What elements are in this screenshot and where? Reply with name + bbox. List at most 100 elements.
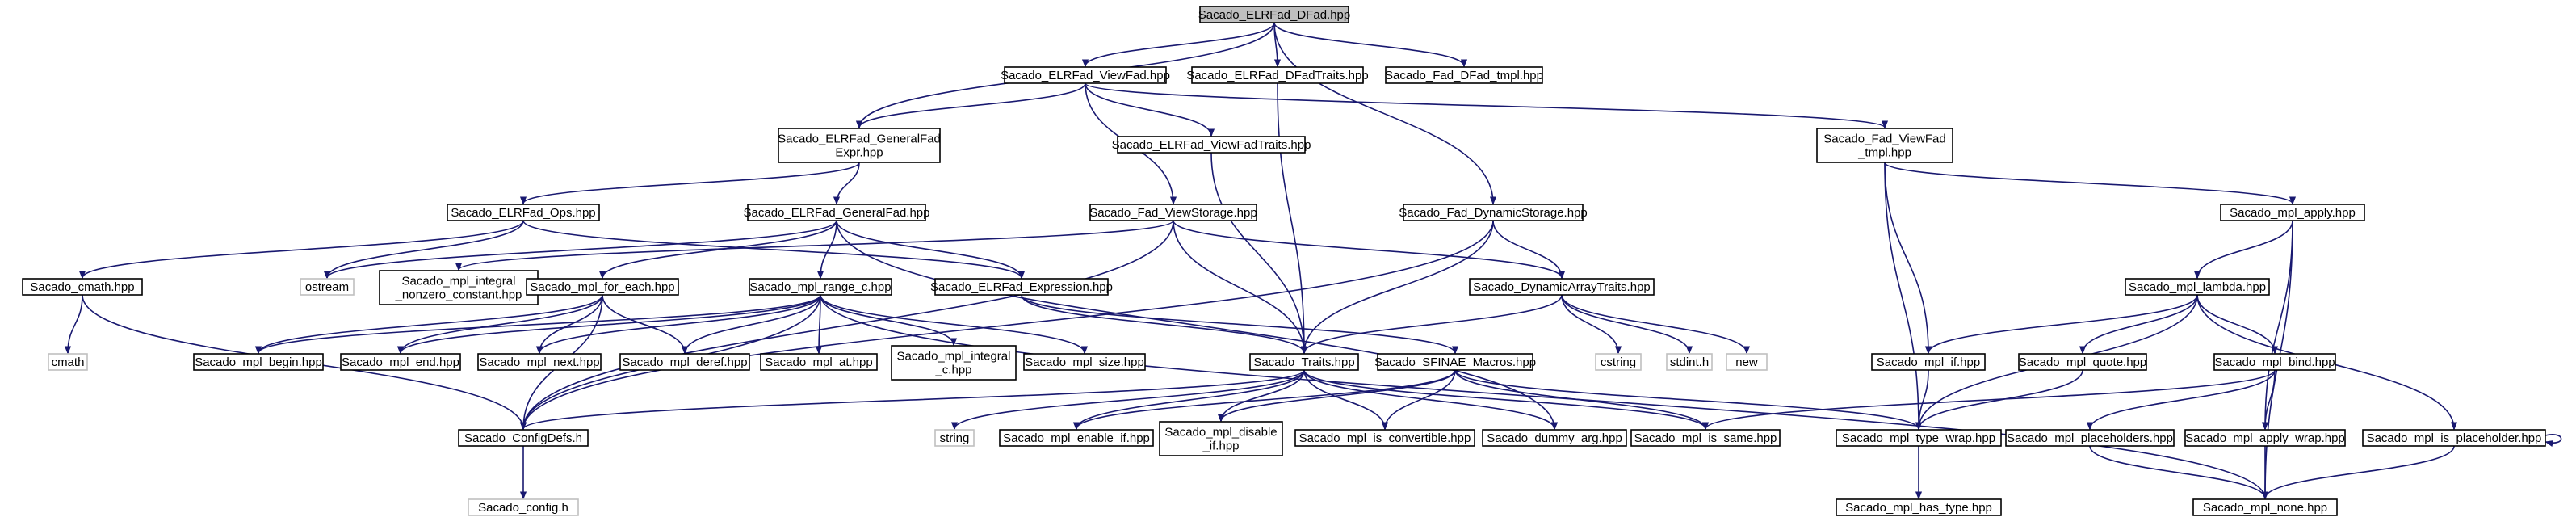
edge-traits-to-mplenableif xyxy=(1076,369,1305,429)
node-box xyxy=(1871,353,1986,371)
node-label: Sacado_mpl_integral xyxy=(402,275,516,288)
header-node-traits[interactable]: Sacado_Traits.hpp xyxy=(1249,353,1359,371)
header-node-mplnext[interactable]: Sacado_mpl_next.hpp xyxy=(477,353,602,371)
system-header-node-ostream[interactable]: ostream xyxy=(300,278,355,296)
node-label: Sacado_mpl_if.hpp xyxy=(1877,355,1980,369)
node-box xyxy=(2362,429,2546,447)
node-box xyxy=(1377,353,1533,371)
header-node-mpltypewrap[interactable]: Sacado_mpl_type_wrap.hpp xyxy=(1836,429,2002,447)
edge-root-to-dfadtmpl xyxy=(1273,22,1464,66)
node-label: new xyxy=(1735,355,1758,369)
edge-viewfadtraits-to-traits xyxy=(1210,152,1304,353)
header-node-expression[interactable]: Sacado_ELRFad_Expression.hpp xyxy=(930,278,1113,296)
header-node-dfadtmpl[interactable]: Sacado_Fad_DFad_tmpl.hpp xyxy=(1385,66,1543,84)
edge-mplrangec-to-mplnext xyxy=(539,294,821,353)
edge-mpllambda-to-mplif xyxy=(1928,294,2198,353)
header-node-mplrangec[interactable]: Sacado_mpl_range_c.hpp xyxy=(749,278,892,296)
system-header-node-new[interactable]: new xyxy=(1726,353,1768,371)
header-node-mplquote[interactable]: Sacado_mpl_quote.hpp xyxy=(2018,353,2147,371)
node-label: cstring xyxy=(1601,355,1636,369)
header-node-mplbind[interactable]: Sacado_mpl_bind.hpp xyxy=(2213,353,2336,371)
node-box xyxy=(2125,278,2270,296)
node-box xyxy=(300,278,355,296)
header-node-mplintc[interactable]: Sacado_mpl_integral_c.hpp xyxy=(891,345,1017,381)
node-label: Sacado_mpl_is_placeholder.hpp xyxy=(2367,431,2542,445)
node-label: Sacado_Fad_ViewStorage.hpp xyxy=(1089,206,1257,220)
node-box xyxy=(1294,429,1475,447)
system-header-node-stdinth[interactable]: stdint.h xyxy=(1666,353,1713,371)
header-node-viewfad[interactable]: Sacado_ELRFad_ViewFad.hpp xyxy=(1001,66,1170,84)
header-node-dummyarg[interactable]: Sacado_dummy_arg.hpp xyxy=(1482,429,1627,447)
edge-mplforeach-to-mplderef xyxy=(602,294,685,353)
header-node-mplenableif[interactable]: Sacado_mpl_enable_if.hpp xyxy=(999,429,1154,447)
node-label: Sacado_ELRFad_GeneralFad.hpp xyxy=(744,206,930,220)
node-label: Sacado_mpl_is_convertible.hpp xyxy=(1299,431,1471,445)
system-header-node-string[interactable]: string xyxy=(934,429,975,447)
header-node-mplisconv[interactable]: Sacado_mpl_is_convertible.hpp xyxy=(1294,429,1475,447)
header-node-mplisplaceholder[interactable]: Sacado_mpl_is_placeholder.hpp xyxy=(2362,429,2546,447)
header-node-genfad[interactable]: Sacado_ELRFad_GeneralFad.hpp xyxy=(744,204,930,221)
header-node-ops[interactable]: Sacado_ELRFad_Ops.hpp xyxy=(447,204,600,221)
node-label: Sacado_Traits.hpp xyxy=(1253,355,1354,369)
node-label: ostream xyxy=(305,280,349,294)
header-node-mplissame[interactable]: Sacado_mpl_is_same.hpp xyxy=(1630,429,1781,447)
header-node-mplif[interactable]: Sacado_mpl_if.hpp xyxy=(1871,353,1986,371)
node-label: Sacado_mpl_lambda.hpp xyxy=(2129,280,2266,294)
node-box xyxy=(477,353,602,371)
node-label: _c.hpp xyxy=(934,364,971,377)
header-node-mplnone[interactable]: Sacado_mpl_none.hpp xyxy=(2192,498,2338,516)
node-label: Sacado_Fad_DFad_tmpl.hpp xyxy=(1385,69,1543,82)
node-box xyxy=(2213,353,2336,371)
header-node-dfadtraits[interactable]: Sacado_ELRFad_DFadTraits.hpp xyxy=(1186,66,1369,84)
header-node-mplhastype[interactable]: Sacado_mpl_has_type.hpp xyxy=(1836,498,2002,516)
header-node-mplend[interactable]: Sacado_mpl_end.hpp xyxy=(340,353,461,371)
edge-viewstorage-to-configdefs xyxy=(523,220,1174,429)
edge-mplforeach-to-mplbegin xyxy=(258,294,603,353)
node-label: Sacado_mpl_range_c.hpp xyxy=(749,280,891,294)
header-node-fadviewfadtmpl[interactable]: Sacado_Fad_ViewFad_tmpl.hpp xyxy=(1816,128,1953,163)
header-node-mplforeach[interactable]: Sacado_mpl_for_each.hpp xyxy=(526,278,679,296)
edge-ops-to-expression xyxy=(522,220,1022,278)
header-node-cmathhpp[interactable]: Sacado_cmath.hpp xyxy=(22,278,143,296)
node-label: _tmpl.hpp xyxy=(1857,146,1911,160)
node-box xyxy=(340,353,461,371)
header-node-mpldisableif[interactable]: Sacado_mpl_disable_if.hpp xyxy=(1159,421,1283,456)
node-label: Sacado_ELRFad_Expression.hpp xyxy=(930,280,1113,294)
edge-dfadtraits-to-traits xyxy=(1277,82,1304,353)
node-box xyxy=(1836,498,2002,516)
header-node-mplintnz[interactable]: Sacado_mpl_integral_nonzero_constant.hpp xyxy=(379,270,539,305)
header-node-mplat[interactable]: Sacado_mpl_at.hpp xyxy=(760,353,878,371)
node-label: cmath xyxy=(52,355,85,369)
system-header-node-cstring[interactable]: cstring xyxy=(1595,353,1642,371)
edge-dyntraits-to-stdinth xyxy=(1561,294,1689,353)
edge-genfad-to-mplrangec xyxy=(820,220,837,278)
header-node-viewfadtraits[interactable]: Sacado_ELRFad_ViewFadTraits.hpp xyxy=(1112,136,1311,154)
edge-expression-to-traits xyxy=(1021,294,1304,353)
header-node-mplderef[interactable]: Sacado_mpl_deref.hpp xyxy=(619,353,750,371)
header-node-dynstorage[interactable]: Sacado_Fad_DynamicStorage.hpp xyxy=(1399,204,1588,221)
header-node-viewstorage[interactable]: Sacado_Fad_ViewStorage.hpp xyxy=(1089,204,1257,221)
node-box xyxy=(2005,429,2175,447)
header-node-mplplaceholders[interactable]: Sacado_mpl_placeholders.hpp xyxy=(2005,429,2175,447)
header-node-configdefs[interactable]: Sacado_ConfigDefs.h xyxy=(458,429,589,447)
header-node-mplapplywrap[interactable]: Sacado_mpl_apply_wrap.hpp xyxy=(2184,429,2346,447)
system-header-node-sacadoconfig[interactable]: Sacado_config.h xyxy=(468,498,579,516)
node-box xyxy=(48,353,88,371)
header-node-mplapply[interactable]: Sacado_mpl_apply.hpp xyxy=(2220,204,2365,221)
node-box xyxy=(1191,66,1364,84)
node-box xyxy=(1836,429,2002,447)
edge-dynstorage-to-dyntraits xyxy=(1492,220,1562,278)
header-node-mplsize[interactable]: Sacado_mpl_size.hpp xyxy=(1023,353,1146,371)
edge-mplrangec-to-mplderef xyxy=(685,294,821,353)
node-box xyxy=(934,429,975,447)
node-box xyxy=(1726,353,1768,371)
node-box xyxy=(891,345,1017,381)
header-node-mplbegin[interactable]: Sacado_mpl_begin.hpp xyxy=(193,353,324,371)
node-box xyxy=(1469,278,1655,296)
header-node-mpllambda[interactable]: Sacado_mpl_lambda.hpp xyxy=(2125,278,2270,296)
system-header-node-cmath[interactable]: cmath xyxy=(48,353,88,371)
header-node-dyntraits[interactable]: Sacado_DynamicArrayTraits.hpp xyxy=(1469,278,1655,296)
header-node-sfinae[interactable]: Sacado_SFINAE_Macros.hpp xyxy=(1374,353,1536,371)
